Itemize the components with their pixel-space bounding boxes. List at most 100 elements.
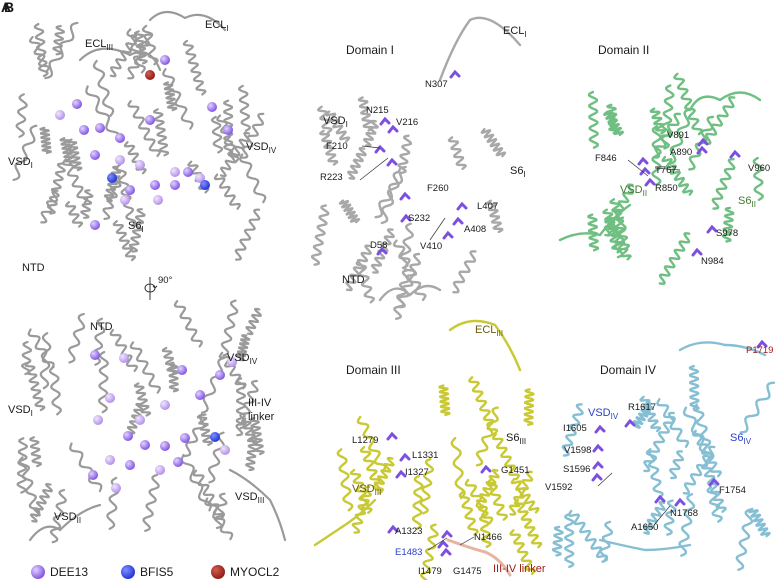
label-ecl3-top: ECLIII bbox=[85, 38, 113, 52]
helix-segment bbox=[102, 175, 122, 220]
label-linker2-bottom: linker bbox=[248, 411, 275, 423]
d1-res-l407: L407 bbox=[477, 201, 498, 212]
helix-segment bbox=[210, 115, 223, 154]
dee13-sphere bbox=[173, 457, 183, 467]
helix-segment bbox=[649, 107, 666, 135]
dee13-sphere bbox=[55, 110, 65, 120]
overview-bottom-labels: NTD VSDI VSDIV III-IV linker VSDII VSDII… bbox=[8, 321, 275, 525]
helix-segment bbox=[397, 252, 422, 309]
d4-label-vsd: VSDIV bbox=[588, 407, 619, 421]
loop-segment bbox=[78, 47, 162, 72]
helix-segment bbox=[129, 341, 162, 394]
helix-segment bbox=[478, 504, 492, 548]
residue-stick bbox=[442, 230, 454, 240]
d4-res-p1719: P1719 bbox=[746, 345, 773, 356]
helix-segment bbox=[336, 448, 354, 512]
helix-segment bbox=[412, 474, 424, 530]
dee13-sphere bbox=[140, 440, 150, 450]
d2-res-s978: S978 bbox=[716, 228, 738, 239]
label-ntd-top: NTD bbox=[22, 262, 45, 274]
dee13-sphere bbox=[90, 150, 100, 160]
d4-res-a1650: A1650 bbox=[631, 522, 658, 533]
helix-segment bbox=[168, 361, 179, 393]
loop-segment bbox=[598, 538, 692, 552]
bfis5-sphere bbox=[200, 180, 210, 190]
overview-top-labels: ECLIII ECLI VSDI VSDIV S6I NTD bbox=[8, 19, 277, 274]
dee13-sphere bbox=[119, 353, 129, 363]
d1-label-ntd: NTD bbox=[342, 274, 365, 286]
d3-label-s6: S6III bbox=[506, 432, 526, 446]
residue-stick bbox=[386, 157, 398, 167]
residue-stick bbox=[449, 69, 461, 79]
loop-segment bbox=[378, 284, 442, 302]
helix-segment bbox=[239, 153, 267, 204]
helix-segment bbox=[486, 199, 504, 234]
d4-res-s1596: S1596 bbox=[563, 464, 590, 475]
dee13-sphere bbox=[170, 180, 180, 190]
helix-segment bbox=[39, 332, 52, 390]
residue-stick bbox=[654, 494, 666, 504]
helix-segment bbox=[688, 364, 700, 412]
helix-segment bbox=[98, 350, 109, 414]
helix-segment bbox=[245, 437, 258, 472]
dee13-sphere bbox=[135, 415, 145, 425]
dee13-sphere bbox=[93, 415, 103, 425]
d4-res-r1617: R1617 bbox=[628, 402, 656, 413]
helix-segment bbox=[21, 340, 33, 376]
d3-res-l1331: L1331 bbox=[412, 450, 438, 461]
d4-res-n1768: N1768 bbox=[670, 508, 698, 519]
residue-stick bbox=[697, 137, 709, 147]
helix-segment bbox=[567, 509, 609, 562]
residue-stick bbox=[624, 418, 636, 428]
residue-stick bbox=[399, 191, 411, 201]
d2-res-v960: V960 bbox=[748, 163, 770, 174]
helix-segment bbox=[632, 400, 654, 429]
helix-segment bbox=[245, 307, 263, 336]
helix-segment bbox=[552, 525, 564, 557]
d1-res-n307: N307 bbox=[425, 79, 448, 90]
domain2-residue-sticks bbox=[637, 137, 741, 257]
d3-label-linker: III-IV linker bbox=[493, 563, 546, 575]
domain2-labels: VSDII S6II V891 A890 F846 T767 R850 V960… bbox=[595, 130, 770, 267]
d2-label-s6: S6II bbox=[738, 195, 756, 209]
helix-segment bbox=[645, 448, 664, 499]
helix-segment bbox=[152, 108, 170, 157]
d1-res-r223: R223 bbox=[320, 172, 343, 183]
helix-segment bbox=[182, 39, 207, 96]
helix-segment bbox=[48, 365, 62, 416]
helix-segment bbox=[52, 25, 65, 56]
residue-stick bbox=[594, 424, 606, 434]
dee13-sphere bbox=[135, 160, 145, 170]
helix-segment bbox=[29, 436, 42, 468]
label-vsd3-bottom: VSDIII bbox=[235, 491, 264, 505]
helix-segment bbox=[362, 119, 380, 147]
helix-segment bbox=[16, 437, 28, 494]
residue-stick bbox=[696, 145, 708, 155]
residue-stick bbox=[644, 177, 656, 187]
helix-segment bbox=[49, 488, 67, 544]
helix-segment bbox=[509, 529, 537, 575]
helix-segment bbox=[80, 189, 94, 219]
helix-segment bbox=[678, 493, 696, 557]
helix-segment bbox=[127, 100, 162, 157]
d1-label-vsd: VSDI bbox=[323, 115, 348, 129]
helix-segment bbox=[513, 498, 543, 549]
helix-segment bbox=[249, 416, 265, 456]
helix-segment bbox=[235, 379, 259, 437]
dee13-sphere bbox=[115, 155, 125, 165]
loop-segment bbox=[558, 203, 632, 242]
d1-res-f210: F210 bbox=[326, 141, 348, 152]
legend-swatch-dee13 bbox=[31, 565, 45, 579]
helix-segment bbox=[85, 85, 121, 142]
domain3-residue-sticks bbox=[386, 431, 492, 557]
helix-segment bbox=[438, 384, 451, 416]
leader-lines bbox=[359, 145, 681, 551]
residue-stick bbox=[437, 539, 449, 549]
d2-res-f846: F846 bbox=[595, 153, 617, 164]
helix-segment bbox=[325, 110, 351, 143]
residue-stick bbox=[756, 339, 768, 349]
dee13-sphere bbox=[177, 365, 187, 375]
d1-res-s232: S232 bbox=[408, 213, 430, 224]
d2-res-a890: A890 bbox=[670, 147, 692, 158]
d3-res-i1479: I1479 bbox=[418, 566, 442, 577]
